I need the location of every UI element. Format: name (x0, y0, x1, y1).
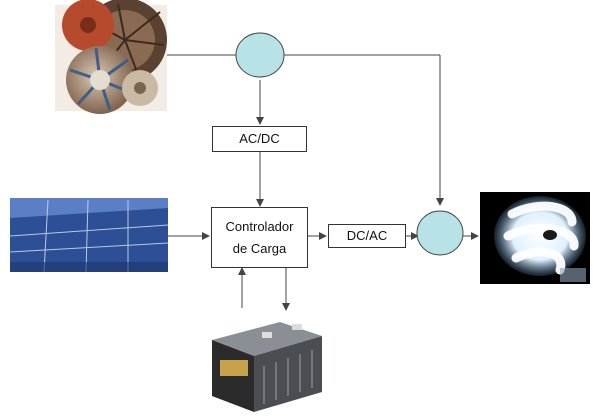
car-battery-image (212, 322, 322, 412)
acdc-converter-box: AC/DC (212, 126, 307, 152)
controller-label-line1: Controlador (225, 218, 294, 234)
charge-controller-box: Controlador de Carga (211, 207, 308, 268)
cfl-lamp-image (480, 192, 590, 284)
junction-node-right (416, 210, 464, 256)
controller-label-line2: de Carga (232, 240, 287, 256)
solar-panel-image (9, 198, 169, 273)
wind-turbine-blades-image (55, 0, 167, 114)
dcac-inverter-box: DC/AC (328, 224, 406, 248)
connections (165, 54, 479, 311)
dcac-label: DC/AC (346, 228, 388, 243)
acdc-label: AC/DC (239, 131, 280, 146)
junction-node-top (235, 32, 285, 78)
